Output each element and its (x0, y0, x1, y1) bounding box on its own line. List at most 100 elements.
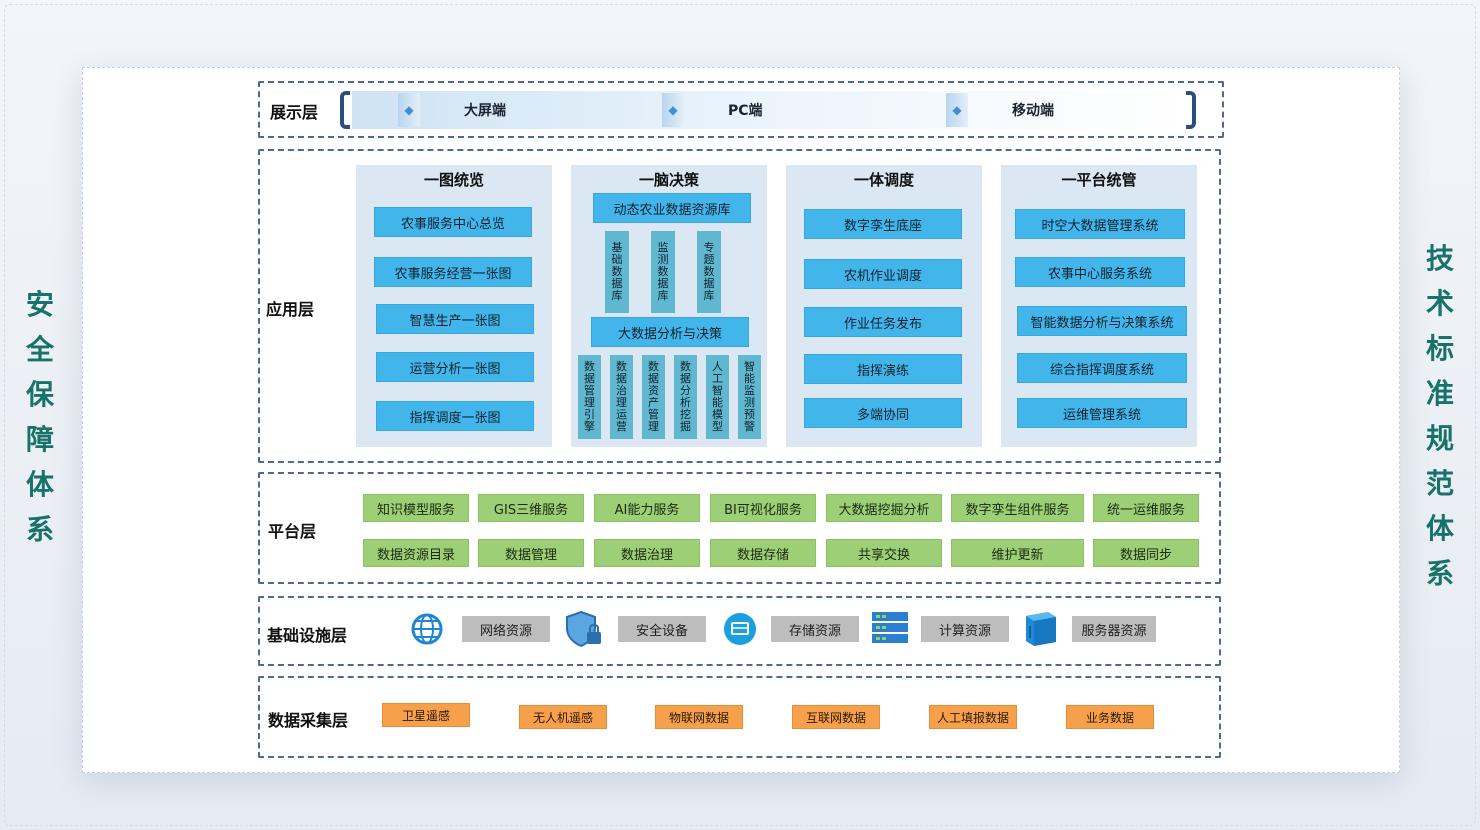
data-service[interactable]: 维护更新 (951, 539, 1084, 567)
thematic-database[interactable]: 专题数据库 (697, 231, 721, 313)
dispatch-column: 一体调度 数字孪生底座 农机作业调度 作业任务发布 指挥演练 多端协同 (786, 165, 982, 447)
vertical-char: 引 (584, 408, 595, 421)
infra-resource[interactable]: 网络资源 (462, 616, 550, 642)
left-title-char: 保 (25, 378, 54, 411)
chevron-left-icon: ◆ (398, 93, 420, 127)
vertical-char: 库 (657, 289, 669, 302)
platform-layer: 平台层 知识模型服务 GIS三维服务 AI能力服务 BI可视化服务 大数据挖掘分… (258, 472, 1221, 584)
left-bracket (340, 91, 350, 129)
data-service[interactable]: 数据同步 (1093, 539, 1199, 567)
vertical-char: 数 (657, 265, 669, 278)
big-data-analysis[interactable]: 大数据分析与决策 (591, 317, 749, 347)
vertical-char: 监 (657, 241, 669, 254)
right-title-char: 规 (1425, 422, 1454, 455)
vertical-char: 分 (680, 384, 691, 397)
infra-resource[interactable]: 计算资源 (921, 616, 1009, 642)
vertical-char: 测 (744, 396, 755, 409)
vertical-char: 管 (648, 408, 659, 421)
overview-item[interactable]: 指挥调度一张图 (376, 401, 534, 431)
vertical-char: 模 (712, 408, 723, 421)
column-title: 一图统览 (423, 171, 484, 189)
infra-resource[interactable]: 服务器资源 (1072, 616, 1156, 642)
display-layer: 展示层 ◆ 大屏端 ◆ PC端 ◆ 移动端 (258, 81, 1224, 138)
management-system[interactable]: 运维管理系统 (1017, 398, 1187, 428)
analysis-tool[interactable]: 人工智能模型 (706, 355, 729, 439)
terminal-bigscreen[interactable]: ◆ 大屏端 (398, 93, 506, 127)
data-source[interactable]: 业务数据 (1066, 705, 1154, 729)
vertical-char: 型 (712, 420, 723, 433)
management-system[interactable]: 智能数据分析与决策系统 (1017, 306, 1187, 336)
analysis-tool[interactable]: 数据治理运营 (610, 355, 633, 439)
vertical-char: 资 (648, 384, 659, 397)
overview-item[interactable]: 农事服务经营一张图 (374, 257, 532, 287)
platform-service[interactable]: GIS三维服务 (478, 494, 584, 522)
management-system[interactable]: 综合指挥调度系统 (1017, 353, 1187, 383)
data-collection-layer: 数据采集层 卫星遥感 无人机遥感 物联网数据 互联网数据 人工填报数据 业务数据 (258, 676, 1221, 758)
data-source[interactable]: 卫星遥感 (382, 703, 470, 727)
platform-service[interactable]: 知识模型服务 (363, 494, 469, 522)
vertical-char: 工 (712, 372, 723, 385)
decision-column: 一脑决策 动态农业数据资源库 基础数据库 监测数据库 专题数据库 大数据分析与决… (571, 165, 767, 447)
monitoring-database[interactable]: 监测数据库 (651, 231, 675, 313)
globe-network-icon (411, 613, 443, 645)
data-service[interactable]: 数据治理 (594, 539, 700, 567)
vertical-char: 管 (584, 384, 595, 397)
analysis-tool[interactable]: 数据分析挖掘 (674, 355, 697, 439)
right-title-char: 范 (1425, 467, 1454, 500)
vertical-char: 挖 (680, 408, 691, 421)
data-service[interactable]: 数据存储 (710, 539, 816, 567)
data-source[interactable]: 互联网数据 (792, 705, 880, 729)
dynamic-resource-db[interactable]: 动态农业数据资源库 (593, 193, 751, 223)
vertical-char: 据 (657, 277, 669, 290)
vertical-char: 据 (648, 372, 659, 385)
terminal-pc[interactable]: ◆ PC端 (662, 93, 763, 127)
infra-resource[interactable]: 存储资源 (771, 616, 859, 642)
overview-item[interactable]: 智慧生产一张图 (376, 304, 534, 334)
vertical-char: 数 (680, 360, 691, 373)
vertical-char: 据 (611, 277, 623, 290)
data-source[interactable]: 无人机遥感 (519, 705, 607, 729)
vertical-char: 能 (744, 372, 755, 385)
platform-service[interactable]: 大数据挖掘分析 (826, 494, 942, 522)
dispatch-item[interactable]: 农机作业调度 (804, 259, 962, 289)
terminal-label: 大屏端 (464, 103, 506, 119)
architecture-canvas: 展示层 ◆ 大屏端 ◆ PC端 ◆ 移动端 应用层 一图统览 农事服务中心总览 … (82, 67, 1400, 773)
vertical-char: 产 (648, 396, 659, 409)
dispatch-item[interactable]: 多端协同 (804, 398, 962, 428)
data-source[interactable]: 人工填报数据 (929, 705, 1017, 729)
dispatch-item[interactable]: 数字孪生底座 (804, 209, 962, 239)
platform-service[interactable]: 统一运维服务 (1093, 494, 1199, 522)
management-system[interactable]: 农事中心服务系统 (1015, 257, 1185, 287)
dispatch-item[interactable]: 作业任务发布 (804, 307, 962, 337)
analysis-tool[interactable]: 数据管理引擎 (578, 355, 601, 439)
overview-item[interactable]: 农事服务中心总览 (374, 207, 532, 237)
terminal-mobile[interactable]: ◆ 移动端 (946, 93, 1054, 127)
outer-frame (4, 4, 1476, 826)
data-service[interactable]: 数据资源目录 (363, 539, 469, 567)
analysis-tool[interactable]: 智能监测预警 (738, 355, 761, 439)
column-title: 一体调度 (853, 171, 914, 189)
display-layer-label: 展示层 (270, 103, 319, 122)
vertical-char: 据 (680, 372, 691, 385)
server-box-icon (1026, 612, 1056, 646)
platform-service[interactable]: AI能力服务 (594, 494, 700, 522)
infra-resource[interactable]: 安全设备 (618, 616, 706, 642)
terminal-label: 移动端 (1012, 103, 1054, 119)
vertical-char: 数 (584, 360, 595, 373)
vertical-char: 专 (703, 241, 715, 254)
vertical-char: 础 (611, 253, 623, 266)
platform-service[interactable]: 数字孪生组件服务 (951, 494, 1084, 522)
dispatch-item[interactable]: 指挥演练 (804, 354, 962, 384)
vertical-char: 数 (616, 360, 627, 373)
vertical-char: 据 (584, 372, 595, 385)
overview-item[interactable]: 运营分析一张图 (376, 352, 534, 382)
data-source[interactable]: 物联网数据 (655, 705, 743, 729)
data-service[interactable]: 数据管理 (478, 539, 584, 567)
basic-database[interactable]: 基础数据库 (605, 231, 629, 313)
management-system[interactable]: 时空大数据管理系统 (1015, 209, 1185, 239)
platform-layer-label: 平台层 (268, 522, 317, 541)
platform-service[interactable]: BI可视化服务 (710, 494, 816, 522)
data-service[interactable]: 共享交换 (826, 539, 942, 567)
analysis-tool[interactable]: 数据资产管理 (642, 355, 665, 439)
vertical-char: 库 (611, 289, 623, 302)
